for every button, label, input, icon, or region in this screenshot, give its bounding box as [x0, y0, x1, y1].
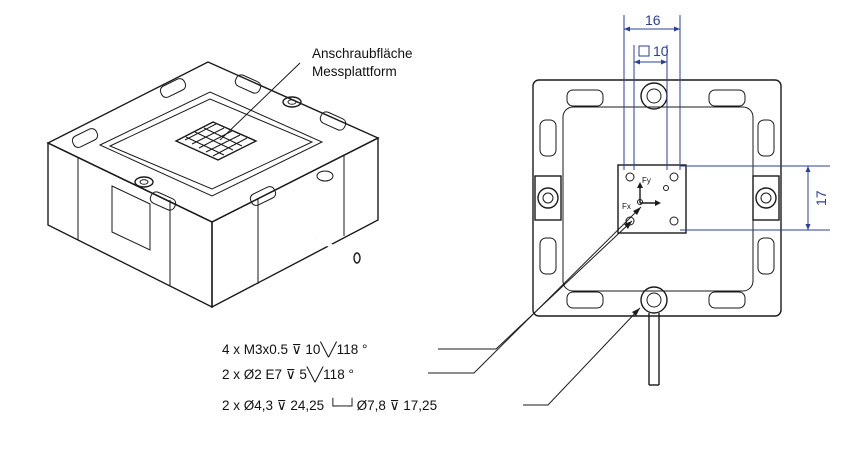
axis-x-label: Fx [622, 202, 631, 211]
annotation-3: 2 x Ø4,3 ⊽ 24,25 └─┘Ø7,8 ⊽ 17,25 [222, 397, 437, 413]
top-view: Fy Fx 16 10 1 [428, 12, 830, 406]
annotation-2: 2 x Ø2 E7 ⊽ 5╲╱118 ° [222, 366, 354, 383]
counterbore-hole-top [640, 82, 668, 110]
dimension-width: 16 [623, 12, 681, 170]
platform-top-view: Fy Fx [617, 164, 687, 234]
dimension-square: 10 [633, 43, 669, 170]
svg-text:17: 17 [813, 190, 829, 206]
isometric-view: Anschraubfläche Messplattform [46, 46, 413, 309]
leader-2 [428, 206, 642, 374]
callout-line2: Messplattform [312, 64, 397, 79]
leader-1 [438, 220, 633, 350]
svg-text:10: 10 [653, 43, 669, 59]
svg-text:16: 16 [645, 12, 661, 28]
annotations: 4 x M3x0.5 ⊽ 10╲╱118 ° 2 x Ø2 E7 ⊽ 5╲╱11… [222, 341, 437, 413]
measuring-platform [174, 121, 258, 161]
counterbore-hole-bottom [640, 286, 668, 314]
annotation-1: 4 x M3x0.5 ⊽ 10╲╱118 ° [222, 341, 367, 358]
callout-line1: Anschraubfläche [312, 46, 413, 61]
callout-leader [219, 62, 301, 141]
top-view-cable [648, 313, 660, 386]
dimension-height: 17 [680, 165, 830, 231]
axis-y-label: Fy [642, 176, 651, 185]
cable [314, 236, 361, 264]
leader-3 [523, 307, 641, 406]
